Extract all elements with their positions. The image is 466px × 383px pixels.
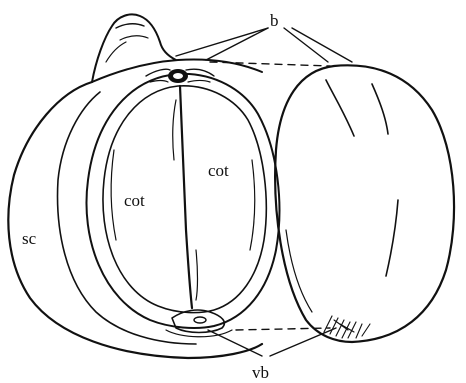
label-vb: vb [252, 363, 269, 382]
label-sc: sc [22, 229, 37, 248]
stalk-remnant [92, 14, 176, 82]
label-cot-right: cot [208, 161, 229, 180]
label-cot-left: cot [124, 191, 145, 210]
leader-lines [176, 28, 352, 356]
label-b: b [270, 11, 279, 30]
vb-leader-left [208, 330, 262, 356]
cut-face [86, 74, 279, 328]
seed-coat-right-half [275, 65, 454, 342]
vb-leader-right [270, 328, 336, 356]
b-dashed-connector [210, 62, 330, 66]
